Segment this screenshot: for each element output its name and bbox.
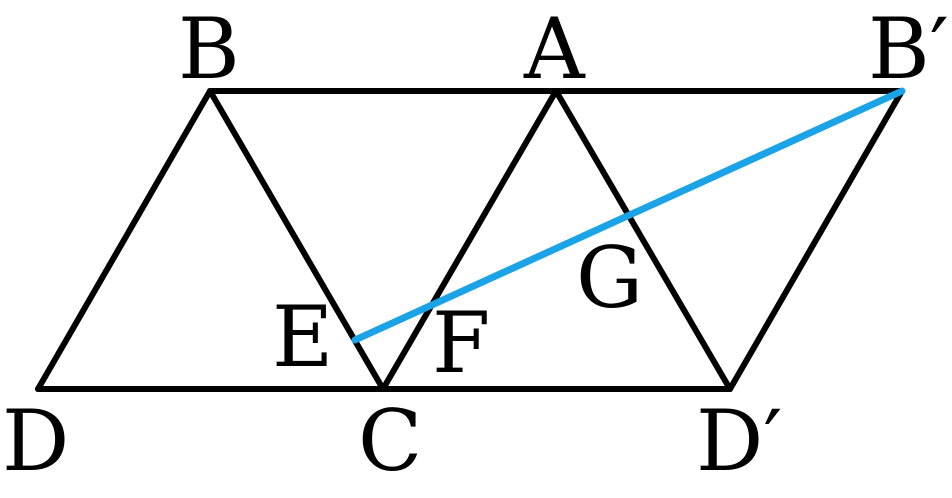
- segment-c-a: [380, 88, 559, 392]
- segment-e-b-prime: [351, 87, 906, 344]
- segment-d-prime-b-prime: [727, 88, 905, 392]
- label-c: C: [358, 392, 422, 490]
- label-e: E: [272, 288, 333, 386]
- label-f: F: [432, 294, 490, 392]
- segment-a-d-prime: [553, 88, 733, 392]
- label-b: B: [178, 0, 240, 98]
- label-a: A: [523, 0, 586, 98]
- label-d: D: [2, 392, 69, 490]
- label-b-prime: B′: [868, 0, 949, 98]
- segment-d-b: [35, 88, 213, 392]
- label-g: G: [576, 229, 643, 327]
- label-d-prime: D′: [696, 392, 782, 490]
